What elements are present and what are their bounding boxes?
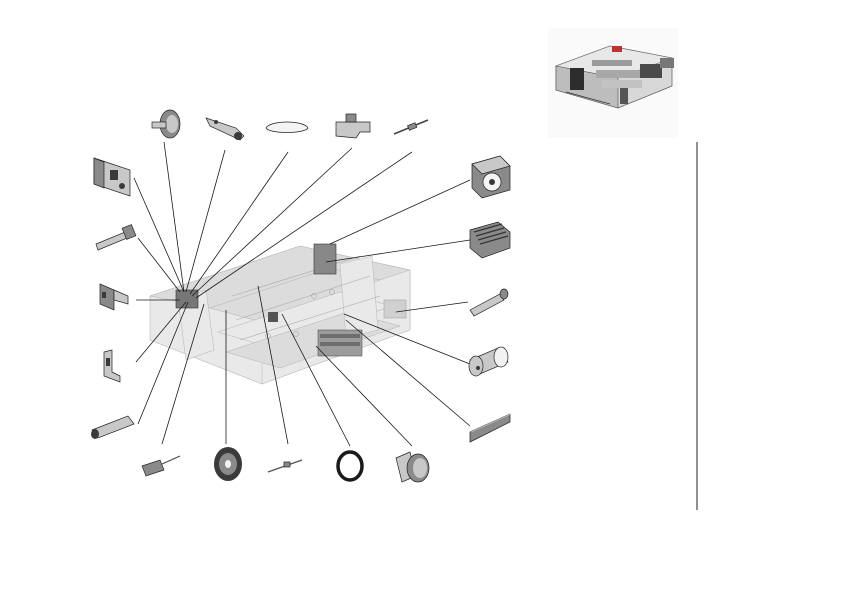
heat-sink-icon (469, 221, 511, 259)
drive-shaft-icon (95, 224, 137, 251)
filter-plate-icon (469, 413, 512, 443)
lever-arm-icon (205, 117, 245, 141)
mounting-bracket-icon (99, 283, 129, 311)
o-ring-icon (336, 450, 364, 482)
clip-bracket-icon (103, 349, 121, 383)
support-plate-icon (335, 113, 371, 139)
drive-belt-icon (265, 121, 309, 133)
main-assembly (149, 243, 411, 385)
drum-roller-icon (468, 346, 509, 377)
roller-tube-icon (91, 415, 135, 439)
knob-cap-icon (395, 451, 430, 483)
leader-lines (133, 141, 471, 447)
connector-cable-icon (141, 455, 181, 477)
cooling-fan-icon (471, 155, 511, 199)
side-bracket-large-icon (93, 157, 131, 197)
short-shaft-icon (469, 288, 509, 317)
pulley-shaft-icon (151, 109, 181, 139)
pin-spring-icon (393, 119, 429, 135)
spring-clip-icon (267, 459, 303, 473)
reference-assembly-image (548, 28, 678, 138)
gear-wheel-icon (214, 447, 242, 481)
